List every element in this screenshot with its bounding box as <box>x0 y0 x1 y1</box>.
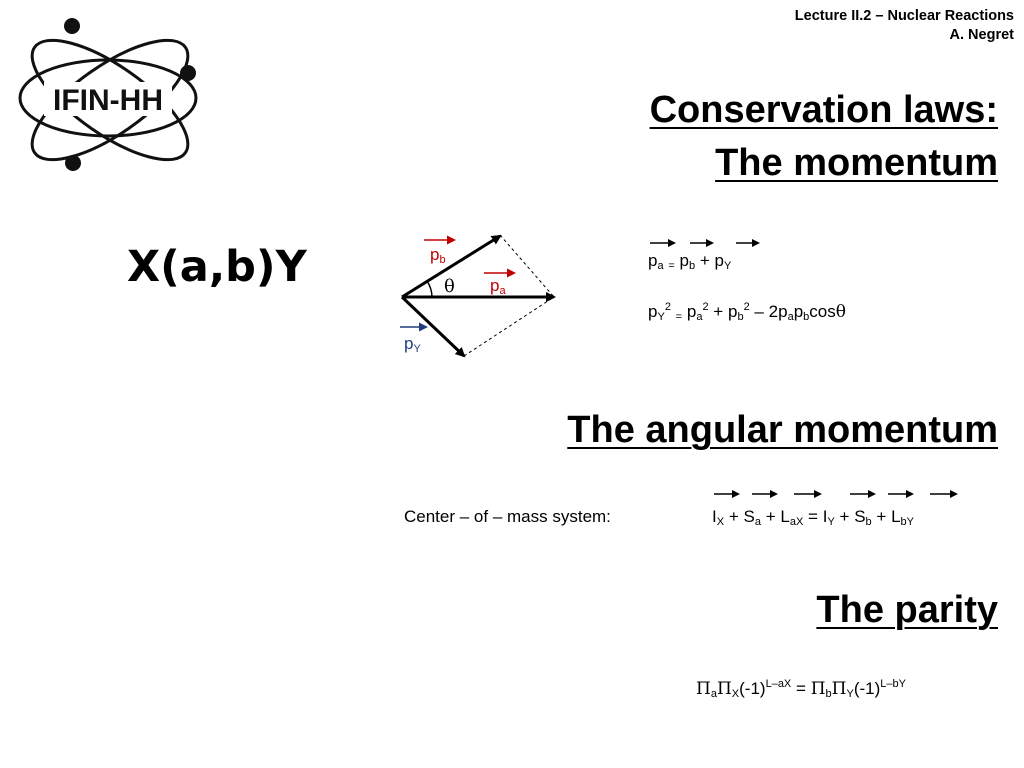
vector-pY <box>400 295 466 358</box>
parity-title: The parity <box>816 589 998 631</box>
vector-pb <box>401 234 502 299</box>
pY-label: pY <box>404 334 421 355</box>
angular-eq-arrows <box>714 490 958 498</box>
pb-label: pb <box>430 245 446 266</box>
angular-momentum-equation: IX + Sa + LaX = IY + Sb + LbY <box>712 507 914 528</box>
parity-equation: ΠaΠX(-1)L–aX = ΠbΠY(-1)L–bY <box>696 678 906 700</box>
theta-arc <box>426 280 433 298</box>
dashed-side-top <box>499 234 555 298</box>
center-of-mass-label: Center – of – mass system: <box>404 507 611 526</box>
reaction-notation: X(a,b)Y <box>127 242 307 292</box>
momentum-equation-1: pa = pb + pY <box>648 251 732 272</box>
momentum-eq1-arrows <box>650 239 760 247</box>
logo-electron-2 <box>180 65 196 81</box>
pa-label: pa <box>490 276 506 297</box>
logo-orbit-diagonal-1 <box>30 38 190 162</box>
theta-label: θ <box>444 276 455 297</box>
logo-text: IFIN-HH <box>53 84 163 117</box>
momentum-equation-2: pY2 = pa2 + pb2 – 2papbcosθ <box>648 301 846 323</box>
logo-electron-3 <box>65 155 81 171</box>
lecture-header: Lecture II.2 – Nuclear Reactions A. Negr… <box>795 7 1014 45</box>
dashed-side-bottom <box>463 296 555 357</box>
angular-momentum-title: The angular momentum <box>567 409 998 451</box>
ifin-hh-logo: IFIN-HH <box>18 18 198 171</box>
momentum-vector-diagram: θ pb pa pY <box>400 234 556 358</box>
conservation-title-line1: Conservation laws: <box>649 89 998 131</box>
lecture-author: A. Negret <box>949 27 1014 43</box>
logo-electron-1 <box>64 18 80 34</box>
lecture-title: Lecture II.2 – Nuclear Reactions <box>794 8 1014 24</box>
logo-orbit-diagonal-2 <box>30 38 190 162</box>
conservation-title-line2: The momentum <box>715 142 998 184</box>
